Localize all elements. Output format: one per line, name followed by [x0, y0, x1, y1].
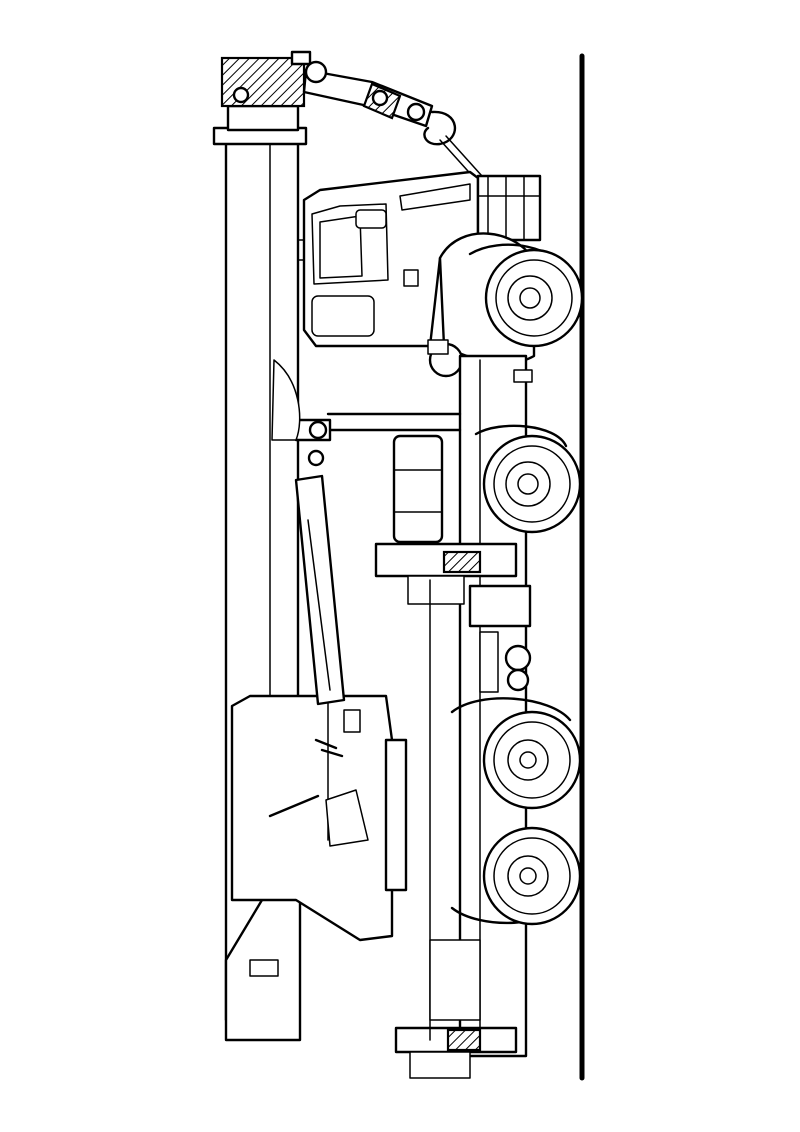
jib-joint-pin	[371, 89, 389, 107]
chassis-light	[513, 369, 533, 383]
lift-cylinder-rod	[307, 519, 331, 691]
boom-base-plate	[249, 959, 279, 977]
cab-door-panel	[311, 295, 375, 337]
rear-step-box	[409, 1051, 471, 1079]
crane-hook	[423, 110, 457, 146]
wheel-axle-3	[450, 697, 582, 810]
hub-2	[517, 473, 539, 495]
hub-1	[519, 287, 541, 309]
boom-tip-cap	[290, 50, 312, 66]
cab-roof-trim	[399, 183, 471, 211]
boom-head-base	[226, 104, 300, 132]
boom-lower-pin	[307, 449, 325, 467]
lift-cylinder	[294, 474, 346, 706]
boom-cradle	[271, 359, 301, 441]
air-tank-round-1	[504, 644, 532, 672]
jib-pivot-pin	[304, 60, 328, 84]
side-mirror	[355, 209, 387, 229]
wheel-axle-1	[468, 243, 584, 348]
crane-jib	[302, 60, 483, 181]
wheel-arch-2	[474, 424, 568, 448]
fender-bracket	[427, 339, 449, 355]
wheel-arch-3	[450, 697, 572, 722]
operator-cab-trim	[268, 794, 320, 818]
jib-end-pin	[406, 102, 426, 122]
cab-step	[403, 269, 419, 287]
operator-cab-body	[230, 694, 394, 942]
operator-window	[325, 789, 369, 847]
crane-boom	[212, 50, 312, 1042]
operator-control-lever-1	[314, 738, 338, 750]
turntable-ring	[384, 738, 408, 892]
boom-mount-pin	[308, 420, 328, 440]
fuel-tank	[392, 434, 444, 544]
boom-head-pin	[232, 86, 250, 104]
operator-cab	[230, 359, 408, 942]
cab-window-inner	[319, 215, 363, 279]
rear-outrigger-hatch	[446, 1028, 482, 1052]
operator-handle	[343, 709, 361, 733]
operator-control-lever-2	[320, 748, 344, 758]
hook-cable-2	[445, 135, 483, 177]
mid-outrigger-hatch	[442, 550, 482, 574]
wheel-axle-2	[474, 424, 582, 534]
wheel-axle-4	[450, 826, 582, 926]
air-tank-round-2	[506, 668, 530, 692]
hub-4	[519, 867, 537, 885]
battery-box	[468, 584, 532, 628]
hub-3	[519, 751, 537, 769]
rear-storage-panel	[429, 939, 481, 1021]
mid-storage-box	[407, 575, 465, 605]
air-tank	[479, 631, 499, 693]
